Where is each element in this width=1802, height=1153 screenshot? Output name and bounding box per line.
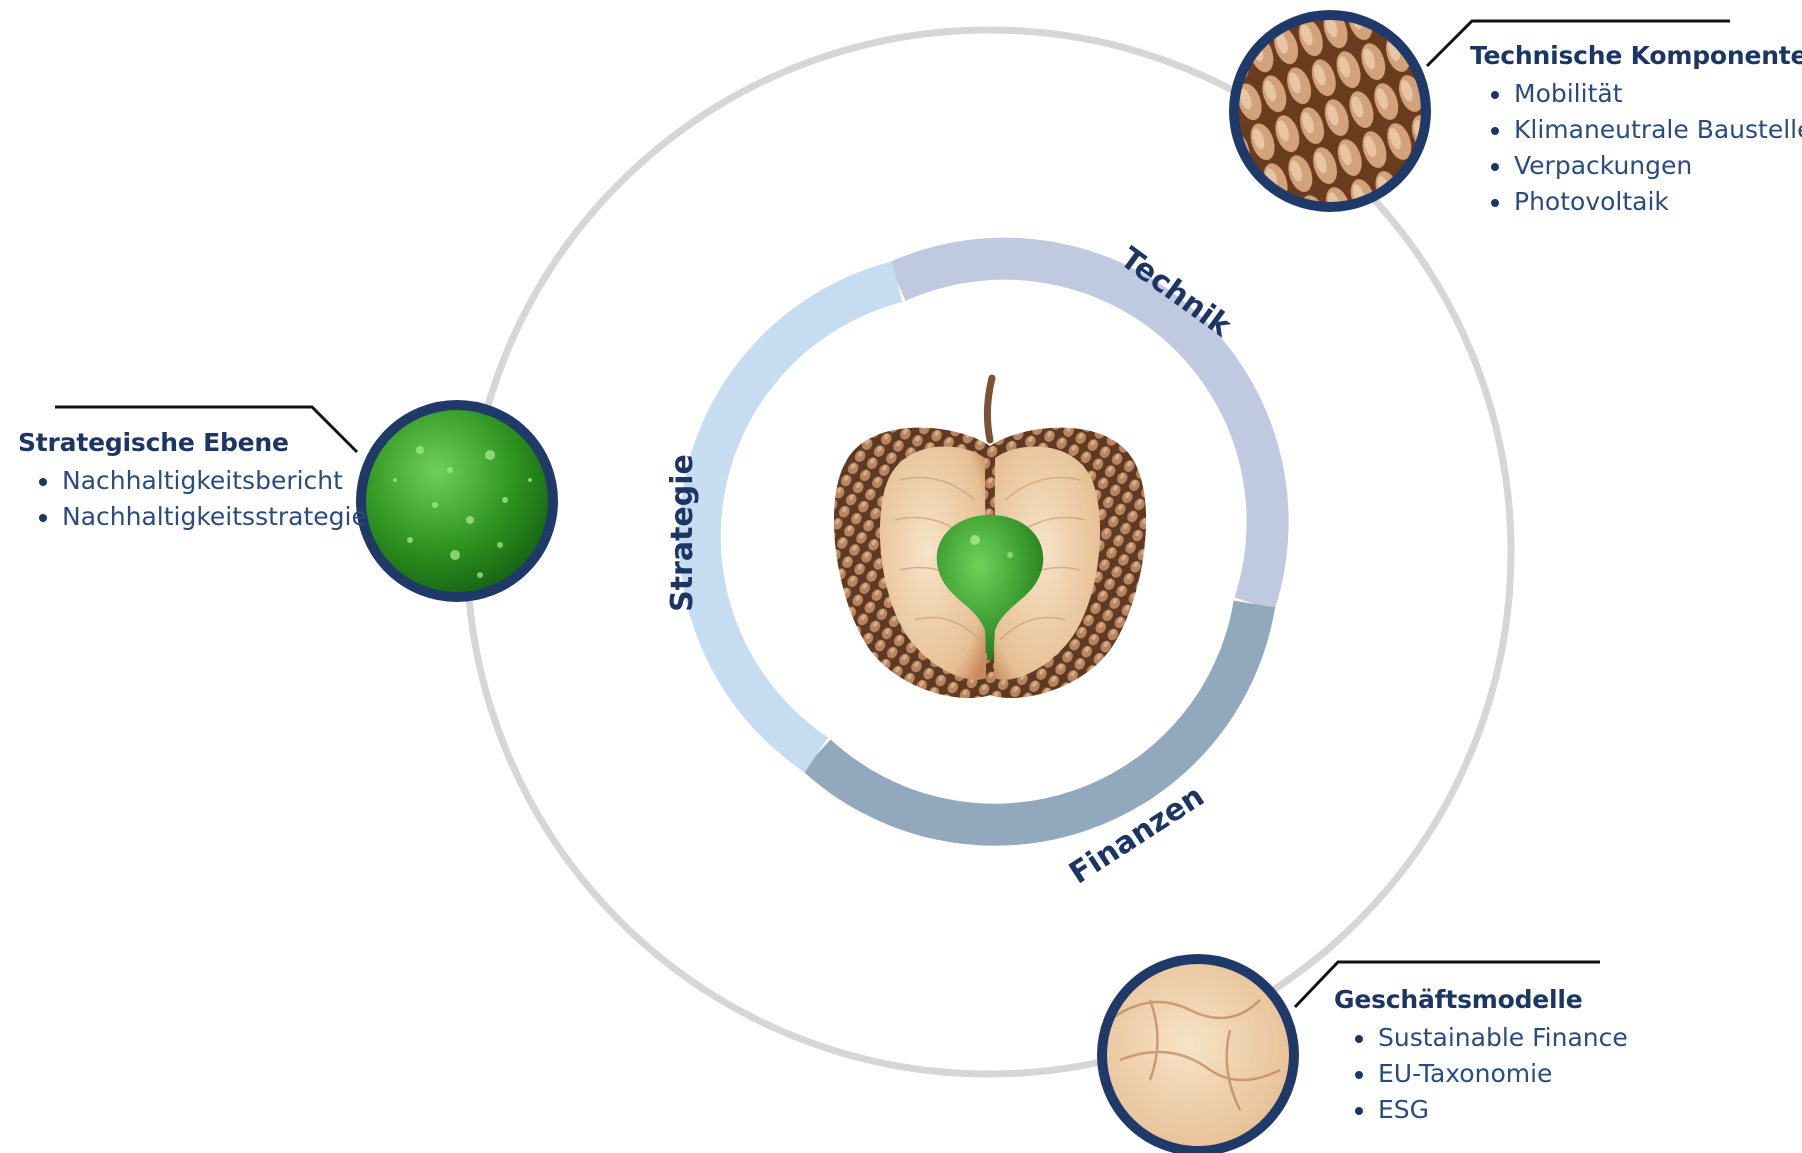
callout-title: Strategische Ebene xyxy=(18,428,367,457)
callout-technik: Technische Komponente Mobilität Klimaneu… xyxy=(1470,41,1802,220)
list-item: EU-Taxonomie xyxy=(1378,1056,1628,1092)
list-item: Nachhaltigkeitsstrategie xyxy=(62,499,367,535)
callout-list: Nachhaltigkeitsbericht Nachhaltigkeitsst… xyxy=(18,463,367,535)
list-item: Mobilität xyxy=(1514,76,1802,112)
callout-title: Geschäftsmodelle xyxy=(1334,985,1628,1014)
list-item: Nachhaltigkeitsbericht xyxy=(62,463,367,499)
label-strategie: Strategie xyxy=(665,454,700,612)
list-item: Klimaneutrale Baustelle xyxy=(1514,112,1802,148)
list-item: Sustainable Finance xyxy=(1378,1020,1628,1056)
callout-geschaeft: Geschäftsmodelle Sustainable Finance EU-… xyxy=(1334,985,1628,1128)
callout-title: Technische Komponente xyxy=(1470,41,1802,70)
list-item: ESG xyxy=(1378,1092,1628,1128)
callout-strategie: Strategische Ebene Nachhaltigkeitsberich… xyxy=(18,428,367,535)
callout-list: Sustainable Finance EU-Taxonomie ESG xyxy=(1334,1020,1628,1128)
apple-cross-section-icon xyxy=(834,378,1146,698)
nut-texture-icon xyxy=(1230,11,1430,211)
list-item: Photovoltaik xyxy=(1514,184,1802,220)
apple-flesh-texture-icon xyxy=(1098,955,1300,1153)
list-item: Verpackungen xyxy=(1514,148,1802,184)
green-sphere-icon xyxy=(357,401,557,601)
callout-list: Mobilität Klimaneutrale Baustelle Verpac… xyxy=(1470,76,1802,220)
